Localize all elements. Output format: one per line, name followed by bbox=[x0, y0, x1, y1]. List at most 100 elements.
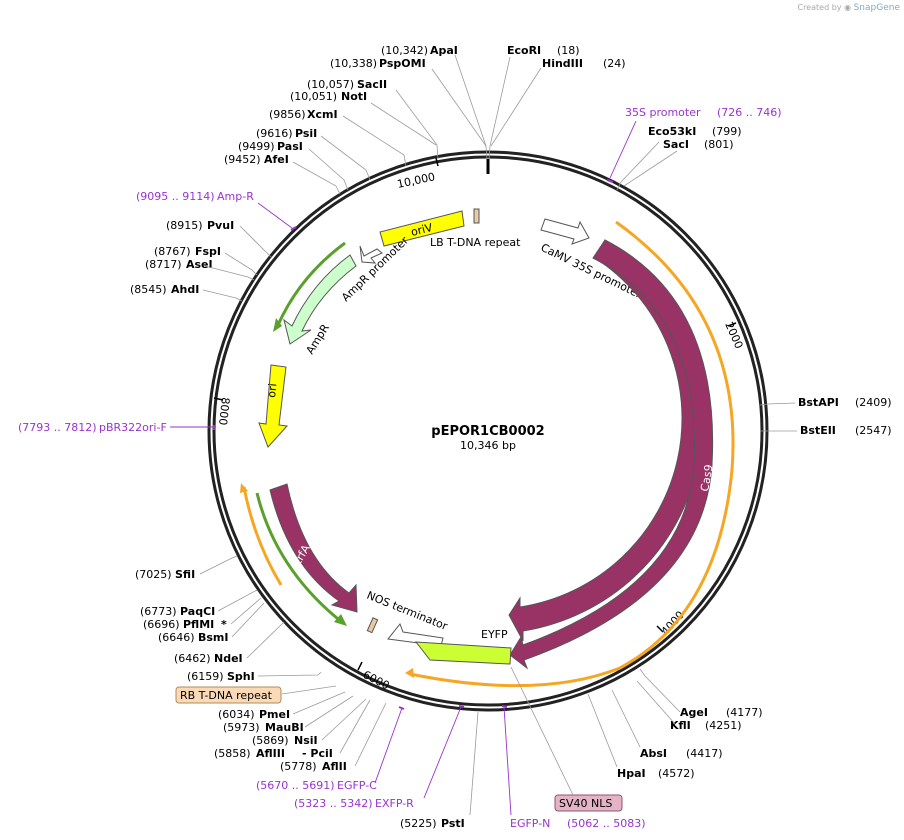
site-agei-pos: (4177) bbox=[726, 706, 763, 719]
site-afliii[interactable]: AflIII bbox=[256, 747, 285, 760]
site-apai-pos: (10,342) bbox=[381, 44, 428, 57]
primer-exfpr-marker bbox=[458, 705, 465, 708]
tick-label-10000: 10,000 bbox=[396, 170, 436, 191]
primer-exfpr-name[interactable]: EXFP-R bbox=[375, 797, 414, 810]
site-pasi[interactable]: PasI bbox=[277, 140, 303, 153]
site-asei-pos: (8717) bbox=[145, 258, 182, 271]
site-group-bottom-left: (7025) SfiI (6773) PaqCI (6696) PflMI * … bbox=[135, 568, 465, 830]
connector-psti bbox=[469, 711, 479, 816]
connector-absi bbox=[611, 689, 641, 748]
credit-brand: SnapGene bbox=[853, 3, 900, 13]
site-bstapi[interactable]: BstAPI bbox=[798, 396, 839, 409]
feature-cas9-outer[interactable] bbox=[509, 239, 714, 670]
site-afei[interactable]: AfeI bbox=[264, 153, 289, 166]
connector-hpai bbox=[587, 693, 618, 768]
connector-ahdi bbox=[202, 289, 243, 302]
primer-pbr322-range: (7793 .. 7812) bbox=[18, 421, 97, 434]
connector-ndei bbox=[246, 621, 285, 659]
primer-connectors bbox=[170, 120, 637, 816]
site-ndei[interactable]: NdeI bbox=[214, 652, 243, 665]
site-ahdi[interactable]: AhdI bbox=[171, 283, 199, 296]
site-sacii[interactable]: SacII bbox=[357, 78, 387, 91]
site-maubi[interactable]: MauBI bbox=[265, 721, 304, 734]
primer-group: 35S promoter (726 .. 746) (9095 .. 9114)… bbox=[18, 106, 782, 830]
site-sfii[interactable]: SfiI bbox=[175, 568, 195, 581]
feature-lb-tdna-repeat-label: LB T-DNA repeat bbox=[430, 236, 521, 249]
site-apai[interactable]: ApaI bbox=[430, 44, 458, 57]
primer-egfpn-line bbox=[503, 706, 512, 816]
site-pmei[interactable]: PmeI bbox=[259, 708, 290, 721]
site-sfii-pos: (7025) bbox=[135, 568, 172, 581]
sv40-nls-box[interactable] bbox=[554, 794, 623, 812]
site-hpai[interactable]: HpaI bbox=[617, 767, 646, 780]
site-hindiii[interactable]: HindIII bbox=[542, 57, 583, 70]
credit-prefix: Created by bbox=[797, 3, 842, 12]
site-sphi[interactable]: SphI bbox=[227, 670, 255, 683]
feature-eyfp[interactable] bbox=[414, 641, 512, 665]
feature-lb-tdna-repeat[interactable] bbox=[473, 208, 480, 224]
feature-rb-tdna-marker[interactable] bbox=[366, 617, 379, 634]
site-eco53ki[interactable]: Eco53kI bbox=[648, 125, 696, 138]
ampr-ribbon bbox=[276, 241, 346, 326]
site-noti[interactable]: NotI bbox=[341, 90, 367, 103]
site-aflii[interactable]: AflII bbox=[322, 760, 347, 773]
tick-6000: 6000 bbox=[357, 661, 391, 692]
plasmid-name: pEPOR1CB0002 bbox=[431, 424, 544, 439]
feature-ampr-promoter[interactable] bbox=[359, 245, 383, 264]
feature-nos-terminator[interactable] bbox=[387, 623, 444, 647]
site-agei[interactable]: AgeI bbox=[680, 706, 708, 719]
site-pflmi-pos: (6696) bbox=[143, 618, 180, 631]
site-bsmi[interactable]: BsmI bbox=[198, 631, 229, 644]
site-ecori[interactable]: EcoRI bbox=[507, 44, 541, 57]
site-nsii[interactable]: NsiI bbox=[294, 734, 318, 747]
feature-nos-terminator-label: NOS terminator bbox=[365, 589, 450, 633]
connector-pvui bbox=[239, 225, 273, 259]
site-paqci[interactable]: PaqCI bbox=[180, 605, 215, 618]
site-pspomi[interactable]: PspOMI bbox=[379, 57, 426, 70]
primer-egfpc-line bbox=[374, 707, 403, 784]
connector-paqci bbox=[217, 589, 258, 612]
site-psti-pos: (5225) bbox=[400, 817, 437, 830]
snapgene-logo-icon: ◉ bbox=[844, 3, 852, 12]
feature-ampr[interactable] bbox=[283, 254, 357, 345]
feature-camv35s-promoter[interactable] bbox=[540, 218, 590, 245]
site-kfli[interactable]: KflI bbox=[670, 719, 691, 732]
site-xcmi[interactable]: XcmI bbox=[307, 108, 338, 121]
site-psti[interactable]: PstI bbox=[441, 817, 465, 830]
site-bsteii[interactable]: BstEII bbox=[800, 424, 836, 437]
connector-sphi bbox=[257, 671, 322, 677]
site-fspi[interactable]: FspI bbox=[195, 245, 221, 258]
primer-pbr322-name[interactable]: pBR322ori-F bbox=[99, 421, 167, 434]
site-aflii-pos: (5778) bbox=[280, 760, 317, 773]
site-pcii[interactable]: - PciI bbox=[302, 747, 333, 760]
connector-pspomi bbox=[431, 68, 487, 147]
connector-apai bbox=[454, 54, 488, 160]
site-noti-pos: (10,051) bbox=[290, 90, 337, 103]
primer-ampr-name[interactable]: Amp-R bbox=[217, 190, 254, 203]
primer-egfpc-name[interactable]: EGFP-C bbox=[337, 779, 377, 792]
site-saci[interactable]: SacI bbox=[663, 138, 689, 151]
primer-egfpc-marker bbox=[398, 706, 405, 710]
feature-trfA[interactable] bbox=[269, 483, 358, 613]
site-bstapi-pos: (2409) bbox=[855, 396, 892, 409]
site-pasi-pos: (9499) bbox=[238, 140, 275, 153]
site-asei[interactable]: AseI bbox=[186, 258, 213, 271]
connector-ecori bbox=[488, 56, 511, 160]
site-pflmi[interactable]: PflMI bbox=[183, 618, 214, 631]
site-absi[interactable]: AbsI bbox=[640, 747, 667, 760]
connector-pasi bbox=[308, 148, 349, 191]
site-group-bottom-right: AgeI (4177) KflI (4251) AbsI (4417) HpaI… bbox=[617, 706, 763, 780]
site-sacii-pos: (10,057) bbox=[307, 78, 354, 91]
primer-35s-name[interactable]: 35S promoter bbox=[625, 106, 701, 119]
connector-afliii bbox=[339, 699, 371, 754]
connector-lines bbox=[199, 54, 797, 816]
rb-tdna-repeat-box[interactable] bbox=[175, 686, 282, 704]
primer-35s-marker bbox=[606, 179, 614, 183]
feature-oriV-label: oriV bbox=[410, 221, 435, 239]
feature-oriV[interactable] bbox=[379, 210, 465, 247]
site-pvui[interactable]: PvuI bbox=[207, 219, 234, 232]
tick-label-8000: 8000 bbox=[216, 397, 232, 426]
primer-egfpn-name[interactable]: EGFP-N bbox=[510, 817, 550, 830]
site-psii[interactable]: PsiI bbox=[295, 127, 317, 140]
feature-ori[interactable] bbox=[258, 364, 289, 448]
